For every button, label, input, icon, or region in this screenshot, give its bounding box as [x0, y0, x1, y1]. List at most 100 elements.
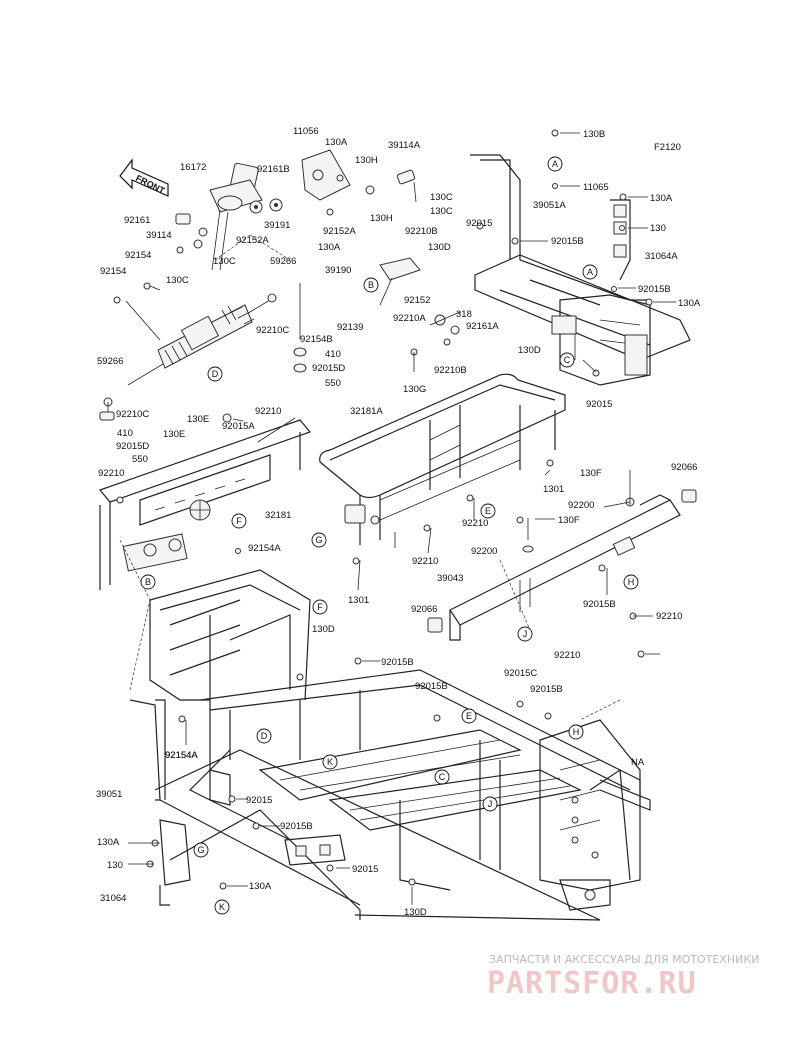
- part-label: 92154A: [165, 750, 198, 761]
- part-label: 92210: [554, 650, 580, 661]
- part-label: 92161A: [466, 321, 499, 332]
- part-label: 92210C: [116, 409, 149, 420]
- svg-text:D: D: [212, 369, 219, 379]
- part-label: 130A: [249, 881, 272, 892]
- part-label: 550: [325, 378, 341, 389]
- part-label: 39190: [325, 265, 351, 276]
- part-label: 92015B: [530, 684, 563, 695]
- watermark-brand: PARTSFOR.RU: [487, 966, 697, 1001]
- callout-circle: E: [461, 708, 477, 724]
- part-label: 39114: [146, 230, 172, 241]
- steering-bracket: [301, 149, 417, 216]
- part-label: 130D: [312, 624, 335, 635]
- watermark-subtitle: ЗАПЧАСТИ И АКСЕССУАРЫ ДЛЯ МОТОТЕХНИКИ: [489, 953, 759, 966]
- part-label: 130A: [650, 193, 673, 204]
- part-label: 92210: [412, 556, 438, 567]
- svg-text:B: B: [368, 280, 374, 290]
- callout-circle: G: [193, 842, 209, 858]
- rear-stay-bar: [427, 470, 697, 641]
- part-label: NA: [631, 757, 645, 768]
- part-label: 92210: [462, 518, 488, 529]
- part-label: 92210: [255, 406, 281, 417]
- rear-cargo-frame: [319, 373, 566, 548]
- callout-circle: B: [140, 574, 156, 590]
- part-label: 31064A: [645, 251, 678, 262]
- part-label: 39191: [264, 220, 290, 231]
- callout-circle: F: [231, 513, 247, 529]
- callout-circle: A: [547, 156, 563, 172]
- part-label: 92161B: [257, 164, 290, 175]
- part-label: 130C: [166, 275, 189, 286]
- part-label: 92210: [656, 611, 682, 622]
- part-label: 92015: [466, 218, 492, 229]
- part-label: 92210C: [256, 325, 289, 336]
- svg-text:C: C: [564, 355, 571, 365]
- svg-text:C: C: [439, 772, 446, 782]
- part-label: 92015B: [583, 599, 616, 610]
- part-label: 130H: [355, 155, 378, 166]
- part-label: 410: [325, 349, 341, 360]
- callout-circle: D: [207, 366, 223, 382]
- part-label: 130D: [428, 242, 451, 253]
- part-label: 130F: [558, 515, 580, 526]
- callout-circle: E: [480, 503, 496, 519]
- part-label: 11065: [583, 182, 609, 193]
- callout-circle: A: [582, 264, 598, 280]
- part-label: 130: [107, 860, 123, 871]
- part-label: 92015A: [222, 421, 255, 432]
- svg-text:F: F: [317, 602, 323, 612]
- part-label: 92015: [352, 864, 378, 875]
- part-label: 32181A: [350, 406, 383, 417]
- part-label: 92015: [586, 399, 612, 410]
- part-label: 92015B: [415, 681, 448, 692]
- part-label: 410: [117, 428, 133, 439]
- callout-circle: B: [363, 277, 379, 293]
- watermark: ЗАПЧАСТИ И АКСЕССУАРЫ ДЛЯ МОТОТЕХНИКИ PA…: [487, 953, 759, 1001]
- part-label: 31064: [100, 893, 126, 904]
- part-label: 130B: [583, 129, 605, 140]
- svg-text:K: K: [327, 757, 333, 767]
- part-label: 59266: [270, 256, 296, 267]
- part-label: 92015: [246, 795, 272, 806]
- part-label: 92210: [98, 468, 124, 479]
- part-label: 130G: [403, 384, 426, 395]
- part-label: 92154A: [248, 543, 281, 554]
- part-label: 11056: [293, 126, 319, 137]
- part-label: 92066: [671, 462, 697, 473]
- reference-callouts: A A B B C C D D E E F F G G H H J J K K: [140, 156, 639, 915]
- callout-circle: K: [214, 899, 230, 915]
- part-label: 130E: [163, 429, 185, 440]
- part-label: 130C: [430, 192, 453, 203]
- front-cross-frame: [98, 419, 312, 590]
- front-direction-arrow: FRONT: [119, 158, 169, 197]
- callout-circle: K: [322, 754, 338, 770]
- steering-rack-assembly: [99, 283, 307, 421]
- main-chassis-frame: [119, 234, 651, 921]
- svg-text:J: J: [488, 799, 493, 809]
- shift-bracket: [379, 257, 461, 372]
- svg-text:H: H: [573, 727, 580, 737]
- part-label: 130E: [187, 414, 209, 425]
- part-label: 92015B: [381, 657, 414, 668]
- part-label: 92161: [124, 215, 150, 226]
- part-label: 92139: [337, 322, 363, 333]
- part-label: 92210A: [393, 313, 426, 324]
- leader-lines: [125, 132, 676, 905]
- part-label: 39051: [96, 789, 122, 800]
- callout-circle: C: [559, 352, 575, 368]
- callout-circle: J: [482, 796, 498, 812]
- part-label: 130H: [370, 213, 393, 224]
- part-label: 39043: [437, 573, 463, 584]
- svg-text:A: A: [587, 267, 593, 277]
- part-label: 39114A: [388, 140, 421, 151]
- part-label: 92152A: [236, 235, 269, 246]
- svg-text:D: D: [261, 731, 268, 741]
- svg-text:K: K: [219, 902, 225, 912]
- part-label: 1301: [543, 484, 564, 495]
- part-label: 130A: [678, 298, 701, 309]
- part-label: 92154: [125, 250, 151, 261]
- part-label: 92210B: [405, 226, 438, 237]
- part-label: 550: [132, 454, 148, 465]
- svg-text:G: G: [315, 535, 322, 545]
